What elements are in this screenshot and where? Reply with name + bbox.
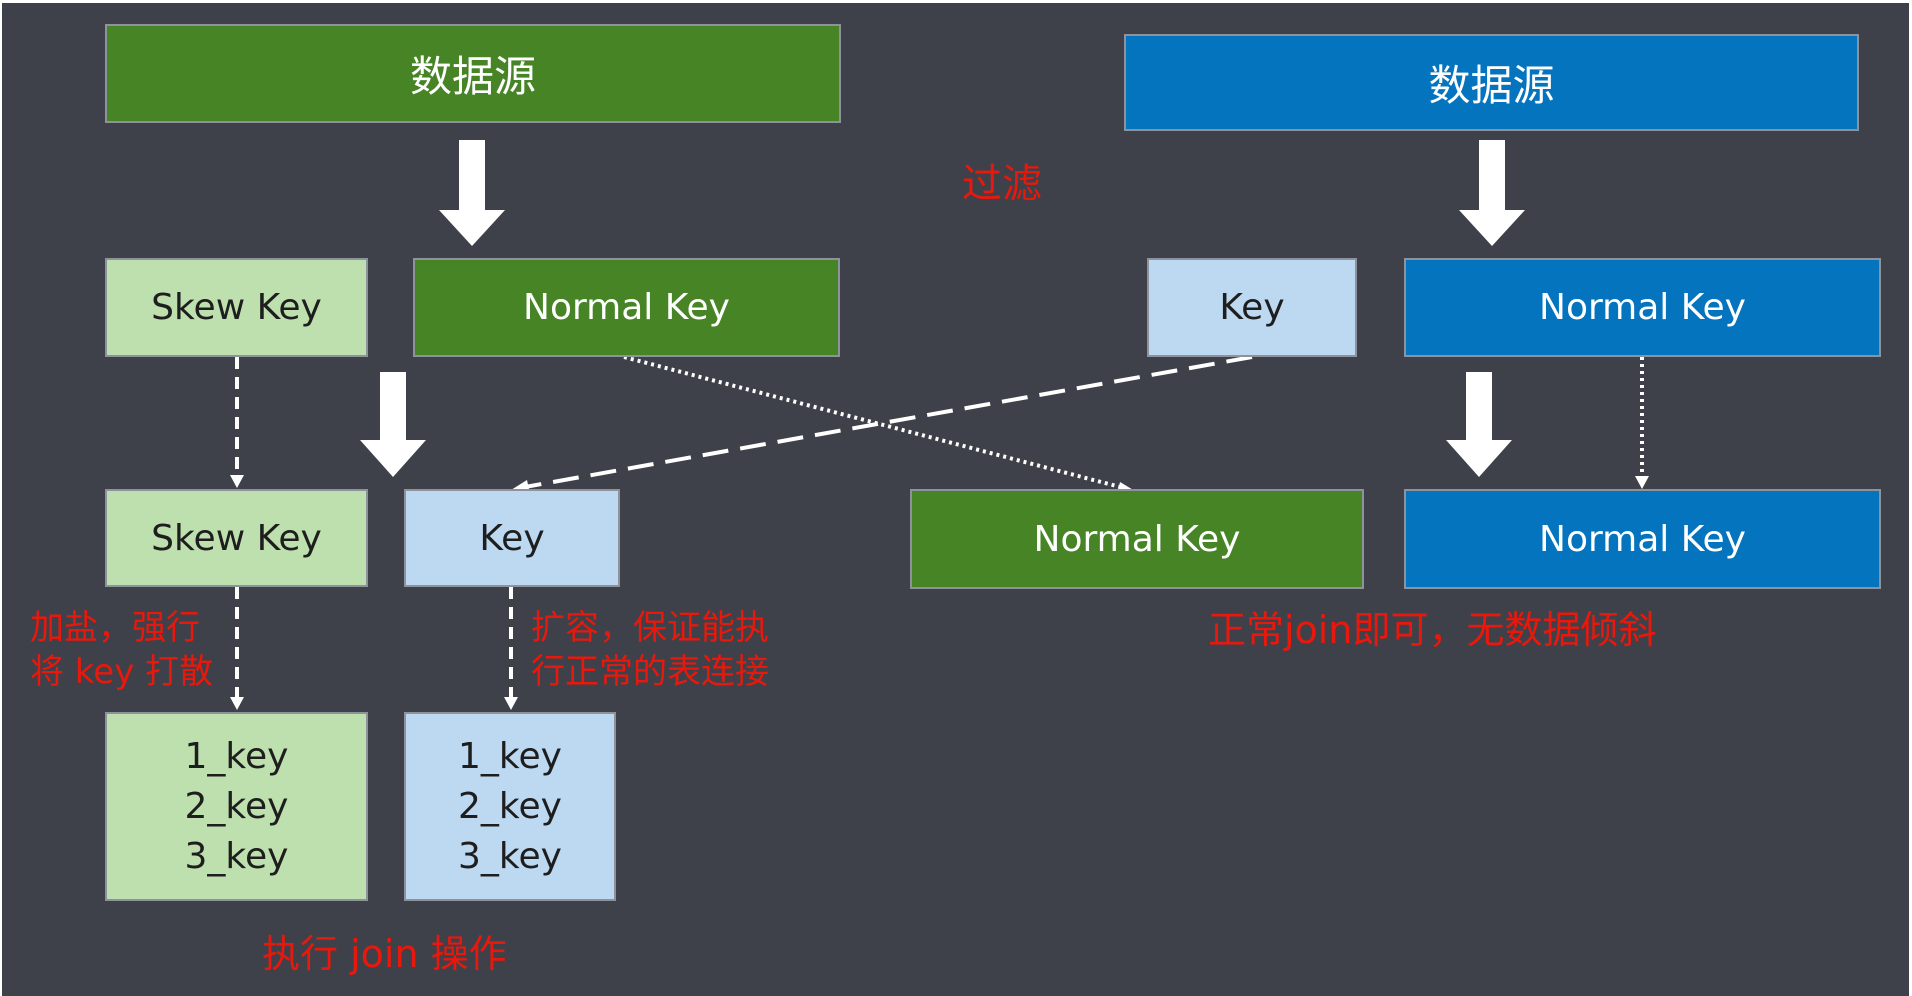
key-mid-box: Key: [404, 489, 620, 587]
key-mid-label: Key: [479, 517, 545, 559]
normal-key-top-right-label: Normal Key: [1539, 287, 1746, 328]
salt-note-line2: 将 key 打散: [30, 652, 214, 692]
dashed-connector-salt: [230, 587, 244, 710]
right-data-source-label: 数据源: [1428, 61, 1555, 110]
expand-note: 扩容，保证能执 行正常的表连接: [531, 606, 769, 694]
normal-key-top-right-box: Normal Key: [1404, 258, 1881, 357]
normal-key-top-left-box: Normal Key: [413, 258, 840, 357]
dashed-connector-skew: [230, 357, 244, 488]
key-top-right-label: Key: [1219, 287, 1285, 328]
salted-key-item: 3_key: [184, 835, 289, 877]
key-top-right-box: Key: [1147, 258, 1357, 357]
normal-join-note: 正常join即可，无数据倾斜: [1208, 608, 1657, 652]
skew-key-mid-box: Skew Key: [105, 489, 368, 587]
dotted-connector-normal-right: [1635, 357, 1649, 489]
salt-note-line1: 加盐，强行: [30, 608, 200, 648]
expanded-key-item: 1_key: [458, 735, 562, 777]
expand-note-line2: 行正常的表连接: [531, 652, 769, 692]
expanded-keys-box: 1_key 2_key 3_key: [404, 712, 616, 901]
expanded-key-item: 2_key: [458, 785, 562, 827]
salted-key-item: 2_key: [184, 785, 289, 827]
normal-key-mid-green-box: Normal Key: [910, 489, 1364, 589]
dotted-connector-normal-cross: [623, 355, 1135, 495]
down-arrow-left-mid: [360, 372, 426, 477]
down-arrow-right-mid: [1446, 372, 1512, 477]
dashed-connector-expand: [504, 587, 518, 710]
normal-key-top-left-label: Normal Key: [523, 287, 730, 328]
expand-note-line1: 扩容，保证能执: [531, 608, 769, 648]
left-data-source-box: 数据源: [105, 24, 841, 123]
right-data-source-box: 数据源: [1124, 34, 1859, 131]
normal-key-mid-blue-label: Normal Key: [1539, 518, 1746, 560]
down-arrow-left-source: [439, 140, 505, 246]
skew-key-mid-label: Skew Key: [151, 517, 322, 559]
skew-key-top-box: Skew Key: [105, 258, 368, 357]
filter-note: 过滤: [962, 161, 1042, 207]
salt-note: 加盐，强行 将 key 打散: [30, 606, 213, 694]
left-data-source-label: 数据源: [409, 52, 536, 101]
do-join-note: 执行 join 操作: [262, 932, 507, 976]
expanded-key-item: 3_key: [458, 835, 562, 877]
normal-key-mid-blue-box: Normal Key: [1404, 489, 1881, 589]
skew-key-top-label: Skew Key: [151, 287, 322, 328]
salted-key-item: 1_key: [184, 735, 289, 777]
salted-keys-box: 1_key 2_key 3_key: [105, 712, 368, 901]
normal-key-mid-green-label: Normal Key: [1033, 518, 1241, 560]
down-arrow-right-source: [1459, 140, 1525, 246]
